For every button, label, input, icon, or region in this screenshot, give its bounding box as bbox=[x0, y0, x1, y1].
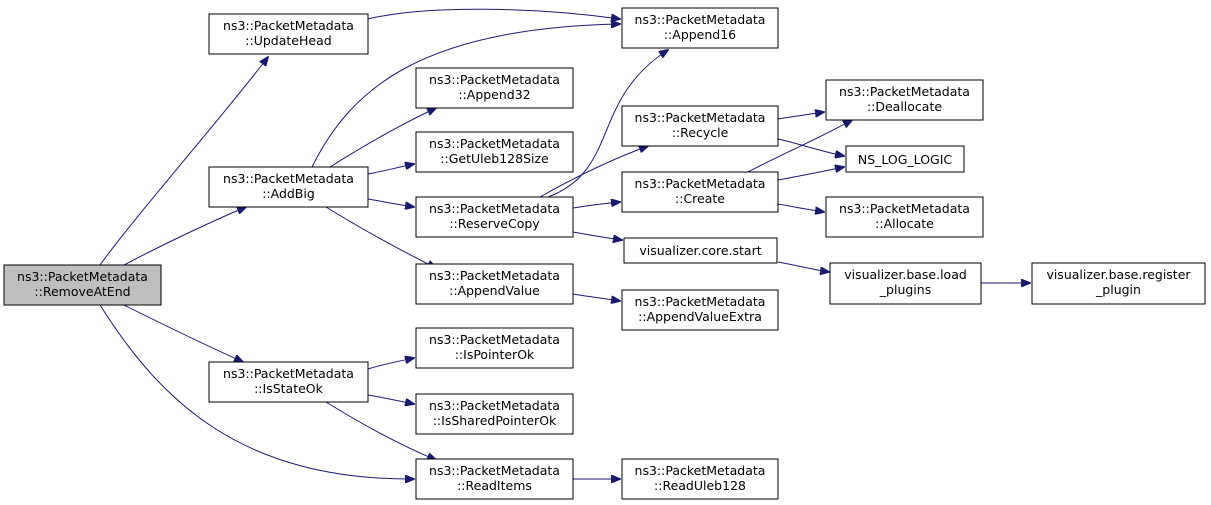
node-recycle[interactable]: ns3::PacketMetadata ::Recycle bbox=[621, 105, 779, 147]
svg-text:::Append16: ::Append16 bbox=[664, 27, 736, 42]
node-create[interactable]: ns3::PacketMetadata ::Create bbox=[621, 171, 779, 213]
edge-removeatend-updatehead bbox=[99, 57, 268, 266]
svg-text:_plugin: _plugin bbox=[1095, 282, 1141, 297]
svg-text:::AddBig: ::AddBig bbox=[262, 186, 315, 201]
edge-recycle-deallocate bbox=[777, 112, 824, 120]
svg-text:ns3::PacketMetadata: ns3::PacketMetadata bbox=[429, 72, 560, 87]
node-getuleb128size[interactable]: ns3::PacketMetadata ::GetUleb128Size bbox=[415, 131, 574, 173]
edge-create-nsloglogic bbox=[777, 167, 844, 181]
svg-text:::ReadItems: ::ReadItems bbox=[457, 478, 532, 493]
svg-text:ns3::PacketMetadata: ns3::PacketMetadata bbox=[635, 12, 766, 27]
svg-text:ns3::PacketMetadata: ns3::PacketMetadata bbox=[839, 84, 970, 99]
svg-text:ns3::PacketMetadata: ns3::PacketMetadata bbox=[429, 201, 560, 216]
edge-isstateok-issharedpointerok bbox=[367, 394, 414, 404]
svg-text:::AppendValue: ::AppendValue bbox=[449, 283, 540, 298]
node-append16[interactable]: ns3::PacketMetadata ::Append16 bbox=[621, 7, 779, 49]
edge-create-deallocate bbox=[747, 120, 852, 173]
svg-text:visualizer.base.register: visualizer.base.register bbox=[1046, 267, 1191, 282]
node-vizbaseload[interactable]: visualizer.base.load _plugins bbox=[829, 262, 982, 305]
edge-recycle-nsloglogic bbox=[777, 138, 844, 156]
edge-addbig-appendvalue bbox=[325, 206, 436, 268]
svg-text:::Allocate: ::Allocate bbox=[875, 216, 934, 231]
svg-text:ns3::PacketMetadata: ns3::PacketMetadata bbox=[223, 18, 354, 33]
edge-create-allocate bbox=[777, 203, 824, 212]
node-isstateok[interactable]: ns3::PacketMetadata ::IsStateOk bbox=[208, 361, 369, 403]
edge-updatehead-append16 bbox=[367, 8, 620, 19]
edge-isstateok-ispointerok bbox=[367, 358, 414, 370]
svg-text:ns3::PacketMetadata: ns3::PacketMetadata bbox=[429, 268, 560, 283]
edge-reservecopy-create bbox=[572, 202, 620, 209]
svg-text:ns3::PacketMetadata: ns3::PacketMetadata bbox=[635, 294, 766, 309]
svg-text:::RemoveAtEnd: ::RemoveAtEnd bbox=[34, 284, 130, 299]
edge-reservecopy-vizcorestart bbox=[572, 231, 622, 240]
node-readuleb128[interactable]: ns3::PacketMetadata ::ReadUleb128 bbox=[621, 458, 779, 500]
edge-addbig-append16 bbox=[311, 24, 620, 168]
node-vizcorestart[interactable]: visualizer.core.start bbox=[623, 237, 778, 264]
svg-text:::ReserveCopy: ::ReserveCopy bbox=[449, 216, 540, 231]
node-addbig[interactable]: ns3::PacketMetadata ::AddBig bbox=[208, 166, 369, 208]
svg-text:ns3::PacketMetadata: ns3::PacketMetadata bbox=[223, 171, 354, 186]
node-issharedpointerok[interactable]: ns3::PacketMetadata ::IsSharedPointerOk bbox=[415, 393, 574, 435]
node-ispointerok[interactable]: ns3::PacketMetadata ::IsPointerOk bbox=[415, 327, 574, 369]
node-allocate[interactable]: ns3::PacketMetadata ::Allocate bbox=[825, 196, 984, 238]
node-deallocate[interactable]: ns3::PacketMetadata ::Deallocate bbox=[825, 79, 984, 121]
svg-text:::IsPointerOk: ::IsPointerOk bbox=[455, 347, 535, 362]
svg-text:_plugins: _plugins bbox=[879, 282, 931, 297]
svg-text:ns3::PacketMetadata: ns3::PacketMetadata bbox=[839, 201, 970, 216]
edge-addbig-reservecopy bbox=[367, 198, 414, 207]
svg-text:ns3::PacketMetadata: ns3::PacketMetadata bbox=[17, 269, 148, 284]
svg-text:visualizer.core.start: visualizer.core.start bbox=[639, 243, 761, 258]
svg-text:ns3::PacketMetadata: ns3::PacketMetadata bbox=[429, 398, 560, 413]
svg-text:ns3::PacketMetadata: ns3::PacketMetadata bbox=[223, 366, 354, 381]
svg-text:::Append32: ::Append32 bbox=[458, 87, 530, 102]
svg-text:ns3::PacketMetadata: ns3::PacketMetadata bbox=[635, 463, 766, 478]
node-readitems[interactable]: ns3::PacketMetadata ::ReadItems bbox=[415, 458, 574, 500]
svg-text:ns3::PacketMetadata: ns3::PacketMetadata bbox=[429, 136, 560, 151]
node-removeatend[interactable]: ns3::PacketMetadata ::RemoveAtEnd bbox=[3, 264, 162, 306]
node-appendvalue[interactable]: ns3::PacketMetadata ::AppendValue bbox=[415, 263, 574, 305]
svg-text:ns3::PacketMetadata: ns3::PacketMetadata bbox=[429, 332, 560, 347]
svg-text:::IsStateOk: ::IsStateOk bbox=[254, 381, 324, 396]
node-appendvalueextra[interactable]: ns3::PacketMetadata ::AppendValueExtra bbox=[621, 289, 779, 331]
svg-text:ns3::PacketMetadata: ns3::PacketMetadata bbox=[429, 463, 560, 478]
edge-addbig-append32 bbox=[329, 108, 436, 168]
edge-addbig-getuleb128size bbox=[367, 164, 414, 175]
svg-text:::GetUleb128Size: ::GetUleb128Size bbox=[440, 151, 549, 166]
node-vizbaseregister[interactable]: visualizer.base.register _plugin bbox=[1031, 262, 1206, 305]
edge-removeatend-isstateok bbox=[123, 304, 243, 362]
svg-text:visualizer.base.load: visualizer.base.load bbox=[844, 267, 967, 282]
svg-text:::ReadUleb128: ::ReadUleb128 bbox=[654, 478, 746, 493]
node-append32[interactable]: ns3::PacketMetadata ::Append32 bbox=[415, 67, 574, 109]
node-nsloglogic[interactable]: NS_LOG_LOGIC bbox=[845, 145, 965, 173]
node-reservecopy[interactable]: ns3::PacketMetadata ::ReserveCopy bbox=[415, 196, 574, 238]
edge-removeatend-readitems bbox=[99, 304, 414, 479]
svg-text:::Create: ::Create bbox=[675, 191, 725, 206]
svg-text:::UpdateHead: ::UpdateHead bbox=[245, 33, 331, 48]
svg-text:::Deallocate: ::Deallocate bbox=[867, 99, 942, 114]
edge-removeatend-addbig bbox=[123, 207, 246, 266]
svg-text:ns3::PacketMetadata: ns3::PacketMetadata bbox=[635, 176, 766, 191]
edge-appendvalue-appendvalueextra bbox=[572, 293, 620, 301]
edge-reservecopy-recycle bbox=[539, 146, 648, 198]
svg-text:::IsSharedPointerOk: ::IsSharedPointerOk bbox=[433, 413, 557, 428]
edge-vizcorestart-vizbaseload bbox=[777, 261, 829, 272]
edge-reservecopy-append16 bbox=[547, 50, 668, 198]
svg-text:::AppendValueExtra: ::AppendValueExtra bbox=[638, 309, 762, 324]
node-updatehead[interactable]: ns3::PacketMetadata ::UpdateHead bbox=[208, 13, 369, 55]
edge-isstateok-readitems bbox=[325, 401, 436, 460]
svg-text:NS_LOG_LOGIC: NS_LOG_LOGIC bbox=[858, 152, 953, 167]
svg-text:::Recycle: ::Recycle bbox=[672, 125, 729, 140]
svg-text:ns3::PacketMetadata: ns3::PacketMetadata bbox=[635, 110, 766, 125]
